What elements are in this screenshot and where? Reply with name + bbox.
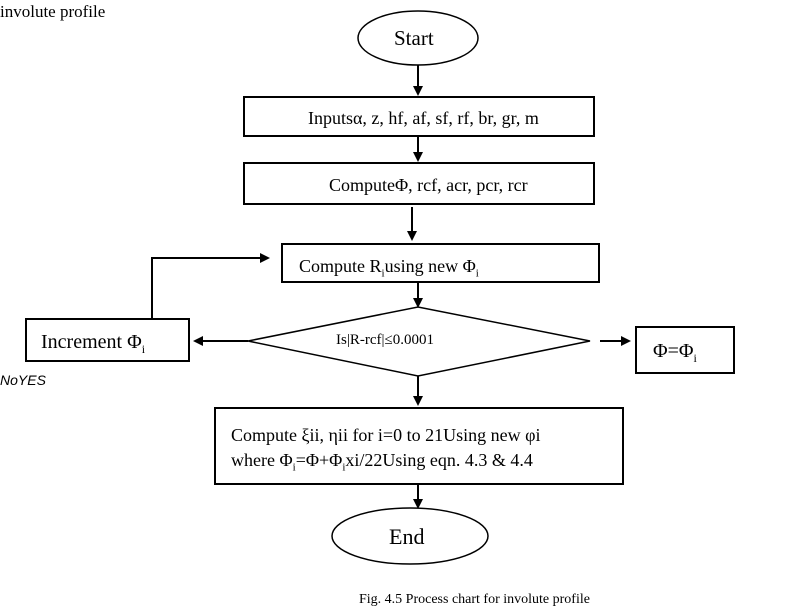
result-sub: i: [693, 351, 697, 365]
inputs-box: Inputsα, z, hf, af, sf, rf, br, gr, m: [243, 96, 595, 137]
result-box: Φ=Φi: [635, 326, 735, 374]
result-label: Φ=Φi: [653, 341, 697, 364]
compute-r-prefix: Compute R: [299, 256, 382, 276]
compute-phi-box: ComputeΦ, rcf, acr, pcr, rcr: [243, 162, 595, 205]
compute-r-sub2: i: [475, 267, 479, 280]
figure-caption: Fig. 4.5 Process chart for involute prof…: [359, 592, 590, 607]
loop-back-line: [151, 253, 270, 318]
inputs-label: Inputsα, z, hf, af, sf, rf, br, gr, m: [308, 108, 539, 128]
result-prefix: Φ=Φ: [653, 340, 694, 362]
compute-xi-line2-suffix: xi/22Using eqn. 4.3 & 4.4: [345, 450, 533, 470]
compute-r-label: Compute Riusing new Φi: [299, 257, 479, 280]
compute-xi-line2-prefix: where Φ: [231, 450, 293, 470]
increment-sub: i: [141, 342, 146, 356]
compute-r-middle: using new Φ: [384, 256, 476, 276]
compute-phi-label: ComputeΦ, rcf, acr, pcr, rcr: [329, 175, 528, 195]
increment-box: Increment Φi: [25, 318, 190, 362]
decision-label: Is|R-rcf|≤0.0001: [336, 332, 434, 348]
compute-xi-line2-sub2: i: [342, 461, 346, 474]
compute-xi-line2-sub1: i: [292, 461, 296, 474]
end-oval: [331, 507, 489, 565]
increment-prefix: Increment Φ: [41, 331, 142, 353]
end-label: End: [389, 524, 425, 549]
compute-xi-line2-mid: =Φ+Φ: [295, 450, 343, 470]
branch-labels: NoYES: [0, 372, 46, 388]
compute-xi-line1: Compute ξii, ηii for i=0 to 21Using new …: [231, 425, 541, 445]
decision-diamond: [247, 306, 591, 377]
compute-r-sub: i: [381, 267, 385, 280]
increment-label: Increment Φi: [41, 332, 145, 355]
compute-xi-box: Compute ξii, ηii for i=0 to 21Using new …: [214, 407, 624, 485]
start-label: Start: [394, 26, 434, 50]
header-partial-text: involute profile: [0, 2, 106, 21]
compute-r-box: Compute Riusing new Φi: [281, 243, 600, 283]
compute-xi-line2: where Φi=Φ+Φixi/22Using eqn. 4.3 & 4.4: [231, 451, 533, 474]
